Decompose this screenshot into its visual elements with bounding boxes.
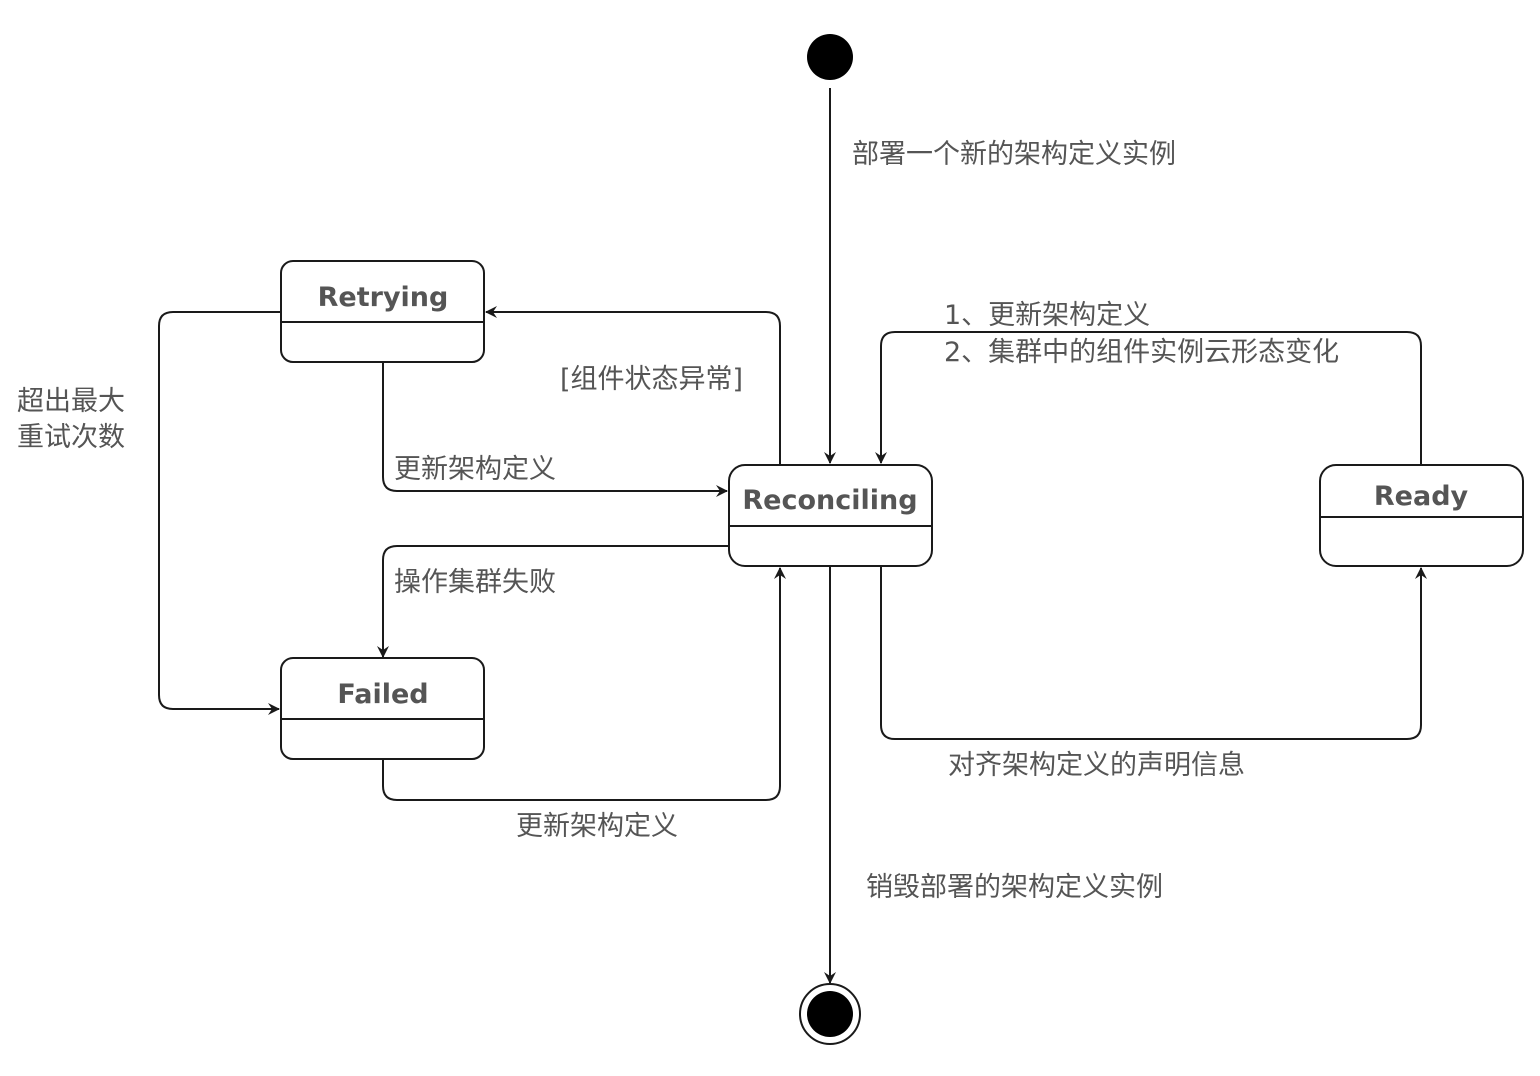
label-abnormal: [组件状态异常] xyxy=(560,364,743,395)
edge-op-failed[interactable] xyxy=(377,545,729,658)
state-failed[interactable]: Failed xyxy=(280,657,485,760)
label-align: 对齐架构定义的声明信息 xyxy=(948,750,1245,781)
final-state[interactable] xyxy=(799,983,861,1045)
edge-align[interactable] xyxy=(880,567,1427,740)
label-retry-update: 更新架构定义 xyxy=(394,454,556,485)
state-retrying-label: Retrying xyxy=(318,282,449,313)
initial-state[interactable] xyxy=(807,34,853,80)
label-ready-change-line1: 1、更新架构定义 xyxy=(944,300,1150,331)
label-deploy: 部署一个新的架构定义实例 xyxy=(852,139,1176,170)
label-max-retries-line2: 重试次数 xyxy=(17,422,125,453)
state-failed-label: Failed xyxy=(337,679,428,710)
label-ready-change-line2: 2、集群中的组件实例云形态变化 xyxy=(944,337,1339,368)
label-op-failed: 操作集群失败 xyxy=(394,567,556,598)
label-max-retries-line1: 超出最大 xyxy=(17,386,125,417)
edge-abnormal[interactable] xyxy=(485,306,781,465)
label-failed-update: 更新架构定义 xyxy=(516,811,678,842)
state-ready-label: Ready xyxy=(1374,481,1469,512)
label-destroy: 销毁部署的架构定义实例 xyxy=(866,872,1163,903)
state-reconciling[interactable]: Reconciling xyxy=(728,464,933,567)
edge-retry-update[interactable] xyxy=(382,363,728,497)
edge-max-retries[interactable] xyxy=(158,311,281,715)
edge-ready-change[interactable] xyxy=(875,331,1422,464)
state-retrying[interactable]: Retrying xyxy=(280,260,485,363)
edge-failed-update[interactable] xyxy=(382,567,786,801)
state-reconciling-label: Reconciling xyxy=(742,485,917,516)
state-ready[interactable]: Ready xyxy=(1319,464,1524,567)
